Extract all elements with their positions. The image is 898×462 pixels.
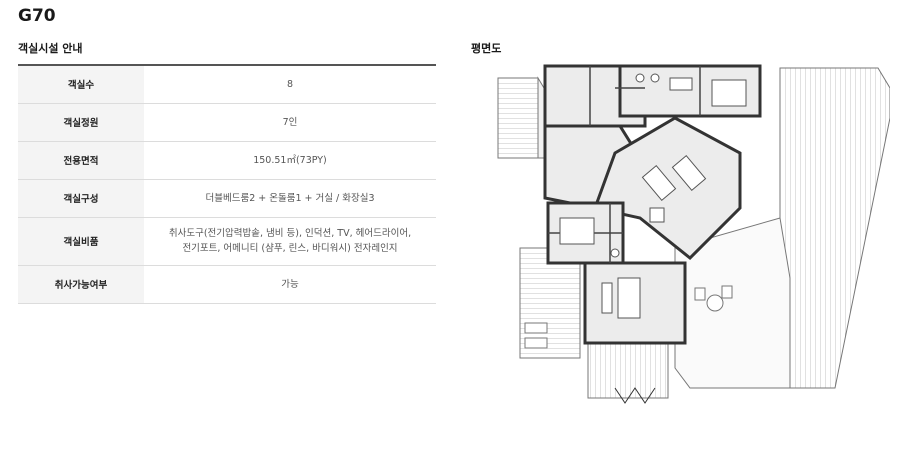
floor-plan-image (497, 64, 890, 404)
row-value-amenities: 취사도구(전기압력밥솥, 냄비 등), 인덕션, TV, 헤어드라이어, 전기포… (144, 217, 436, 266)
row-label-capacity: 객실정원 (18, 103, 144, 142)
floor-plan-title: 평면도 (471, 42, 502, 55)
room-info-title: 객실시설 안내 (18, 42, 83, 55)
table-row: 객실정원 7인 (18, 103, 436, 142)
row-value-room-count: 8 (144, 65, 436, 104)
table-row: 전용면적 150.51㎡(73PY) (18, 141, 436, 180)
row-label-room-count: 객실수 (18, 65, 144, 104)
row-value-area: 150.51㎡(73PY) (144, 141, 436, 180)
table-row: 객실구성 더블베드룸2 + 온돌룸1 + 거실 / 화장실3 (18, 179, 436, 218)
table-row: 객실비품 취사도구(전기압력밥솥, 냄비 등), 인덕션, TV, 헤어드라이어… (18, 217, 436, 266)
page-title: G70 (18, 6, 56, 26)
room-info-table: 객실수 8 객실정원 7인 전용면적 150.51㎡(73PY) 객실구성 더블… (18, 64, 436, 304)
table-row: 객실수 8 (18, 65, 436, 104)
table-row: 취사가능여부 가능 (18, 265, 436, 304)
row-label-amenities: 객실비품 (18, 217, 144, 266)
row-label-composition: 객실구성 (18, 179, 144, 218)
amenities-line-1: 취사도구(전기압력밥솥, 냄비 등), 인덕션, TV, 헤어드라이어, (168, 228, 412, 239)
row-label-cooking: 취사가능여부 (18, 265, 144, 304)
row-label-area: 전용면적 (18, 141, 144, 180)
row-value-composition: 더블베드룸2 + 온돌룸1 + 거실 / 화장실3 (144, 179, 436, 218)
amenities-line-2: 전기포트, 어메니티 (샴푸, 린스, 바디워시) 전자레인지 (182, 243, 398, 254)
row-value-capacity: 7인 (144, 103, 436, 142)
row-value-cooking: 가능 (144, 265, 436, 304)
